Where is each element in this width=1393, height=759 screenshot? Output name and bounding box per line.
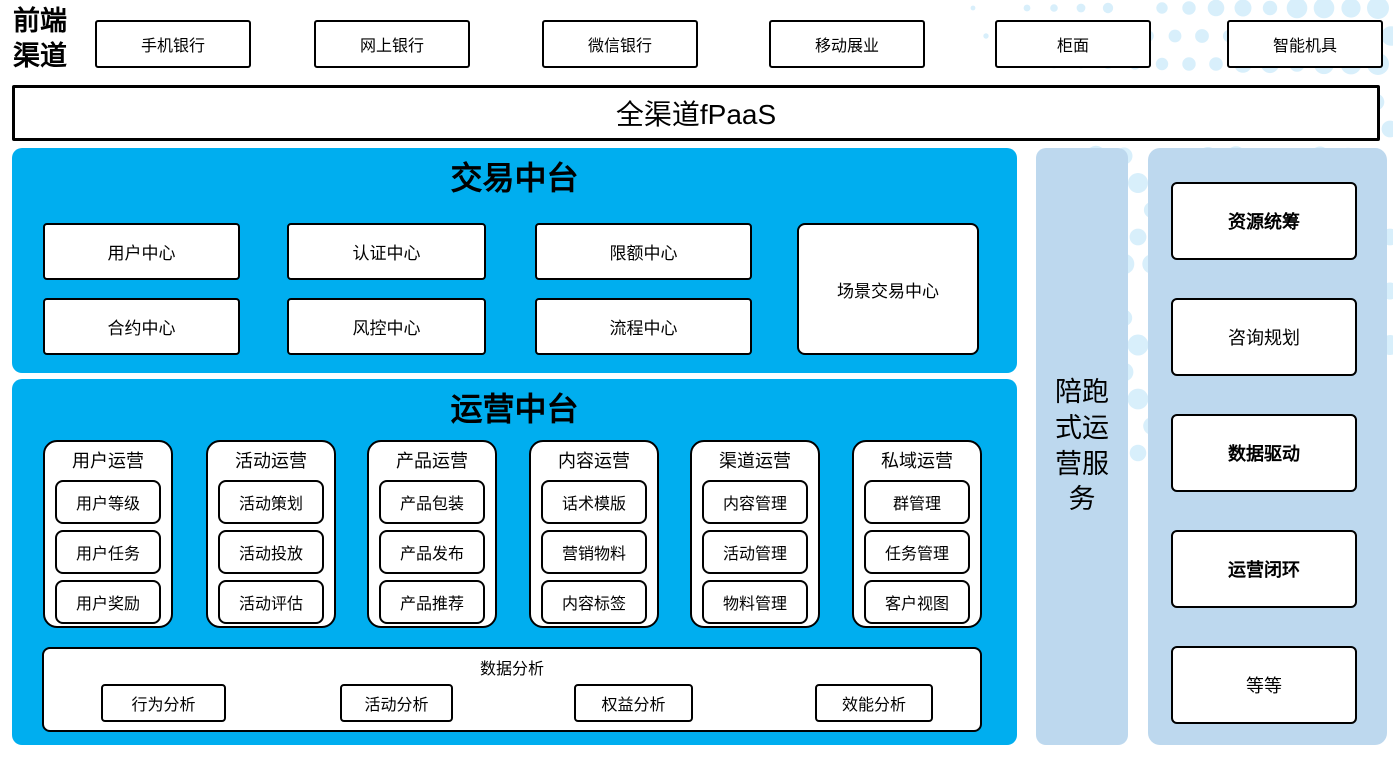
channel-box-online-banking: 网上银行 xyxy=(314,20,470,68)
group-item: 活动投放 xyxy=(218,530,324,574)
channel-label: 移动展业 xyxy=(814,38,879,55)
center-box-auth: 认证中心 xyxy=(287,223,486,280)
group-title: 产品运营 xyxy=(396,451,468,471)
channel-box-smart-devices: 智能机具 xyxy=(1227,20,1383,68)
analysis-item: 活动分析 xyxy=(340,684,453,722)
channel-box-counter: 柜面 xyxy=(995,20,1151,68)
group-item: 用户任务 xyxy=(55,530,161,574)
analysis-item: 权益分析 xyxy=(574,684,693,722)
group-item: 活动管理 xyxy=(702,530,808,574)
operation-platform-title: 运营中台 xyxy=(450,391,579,427)
right-box-resource: 资源统筹 xyxy=(1171,182,1357,260)
fpaas-bar: 全渠道fPaaS xyxy=(12,85,1380,141)
group-user-operation: 用户运营 用户等级 用户任务 用户奖励 xyxy=(43,440,173,628)
channel-label: 柜面 xyxy=(1056,38,1089,55)
data-analysis-box: 数据分析 行为分析 活动分析 权益分析 效能分析 xyxy=(42,647,982,732)
center-box-user: 用户中心 xyxy=(43,223,240,280)
group-item: 内容管理 xyxy=(702,480,808,524)
group-item: 话术模版 xyxy=(541,480,647,524)
center-box-risk: 风控中心 xyxy=(287,298,486,355)
center-box-limit: 限额中心 xyxy=(535,223,752,280)
group-item: 营销物料 xyxy=(541,530,647,574)
group-content-operation: 内容运营 话术模版 营销物料 内容标签 xyxy=(529,440,659,628)
group-item: 任务管理 xyxy=(864,530,970,574)
channel-label: 智能机具 xyxy=(1272,38,1337,55)
right-box-data-driven: 数据驱动 xyxy=(1171,414,1357,492)
group-title: 渠道运营 xyxy=(719,451,791,471)
channel-label: 微信银行 xyxy=(587,38,652,55)
channel-box-mobile-expansion: 移动展业 xyxy=(769,20,925,68)
group-activity-operation: 活动运营 活动策划 活动投放 活动评估 xyxy=(206,440,336,628)
group-item: 产品发布 xyxy=(379,530,485,574)
group-channel-operation: 渠道运营 内容管理 活动管理 物料管理 xyxy=(690,440,820,628)
right-service-panel: 资源统筹 咨询规划 数据驱动 运营闭环 等等 xyxy=(1148,148,1387,745)
channel-label: 手机银行 xyxy=(140,38,205,55)
right-box-consulting: 咨询规划 xyxy=(1171,298,1357,376)
center-box-contract: 合约中心 xyxy=(43,298,240,355)
fpaas-label: 全渠道fPaaS xyxy=(615,99,777,130)
analysis-item: 行为分析 xyxy=(101,684,226,722)
group-item: 内容标签 xyxy=(541,580,647,624)
center-box-scene-transaction: 场景交易中心 xyxy=(797,223,979,355)
right-box-etc: 等等 xyxy=(1171,646,1357,724)
side-service-label: 陪跑式运营服务 xyxy=(1055,377,1109,515)
group-title: 用户运营 xyxy=(72,451,144,471)
group-item: 活动评估 xyxy=(218,580,324,624)
front-channel-label: 前端渠道 xyxy=(13,6,67,72)
group-title: 私域运营 xyxy=(881,451,953,471)
group-title: 活动运营 xyxy=(235,451,307,471)
data-analysis-title: 数据分析 xyxy=(479,661,544,678)
group-item: 活动策划 xyxy=(218,480,324,524)
channel-box-mobile-banking: 手机银行 xyxy=(95,20,251,68)
center-box-process: 流程中心 xyxy=(535,298,752,355)
group-item: 用户等级 xyxy=(55,480,161,524)
channel-box-wechat-banking: 微信银行 xyxy=(542,20,698,68)
group-private-domain-operation: 私域运营 群管理 任务管理 客户视图 xyxy=(852,440,982,628)
group-item: 物料管理 xyxy=(702,580,808,624)
channel-label: 网上银行 xyxy=(359,38,424,55)
group-item: 群管理 xyxy=(864,480,970,524)
analysis-item: 效能分析 xyxy=(815,684,933,722)
side-service-panel: 陪跑式运营服务 xyxy=(1036,148,1128,745)
operation-platform-panel: 运营中台 用户运营 用户等级 用户任务 用户奖励 活动运营 活动策划 活动投放 … xyxy=(12,379,1017,745)
transaction-platform-title: 交易中台 xyxy=(450,160,579,196)
right-box-closed-loop: 运营闭环 xyxy=(1171,530,1357,608)
group-item: 客户视图 xyxy=(864,580,970,624)
transaction-platform-panel: 交易中台 用户中心 认证中心 限额中心 合约中心 风控中心 流程中心 场景交易中… xyxy=(12,148,1017,373)
group-item: 用户奖励 xyxy=(55,580,161,624)
group-item: 产品推荐 xyxy=(379,580,485,624)
group-title: 内容运营 xyxy=(558,451,630,471)
group-item: 产品包装 xyxy=(379,480,485,524)
group-product-operation: 产品运营 产品包装 产品发布 产品推荐 xyxy=(367,440,497,628)
